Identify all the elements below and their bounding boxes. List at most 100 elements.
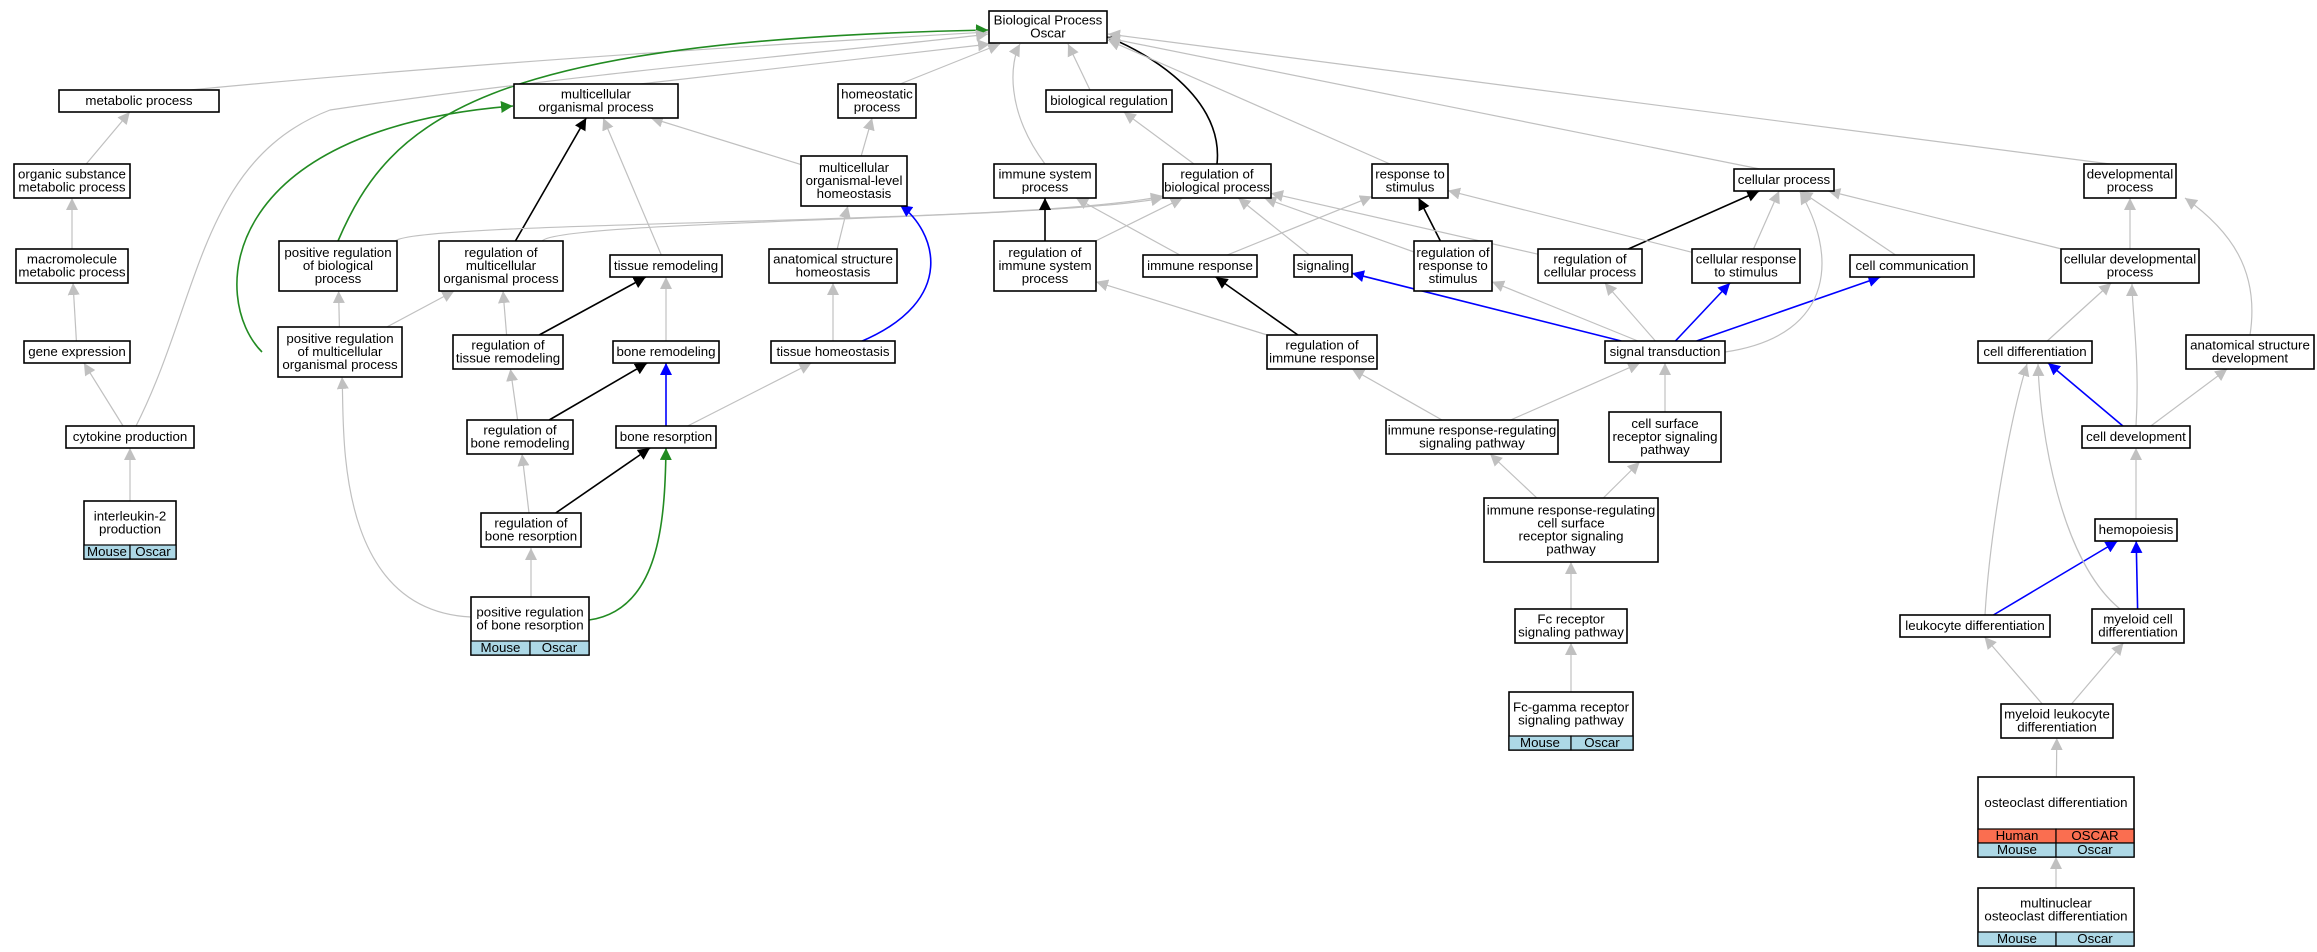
node-label-line: cell communication — [1855, 258, 1968, 273]
node-celldev[interactable]: cell development — [2081, 425, 2191, 449]
edge-posregmulti-to-posregbp — [332, 290, 345, 328]
node-bioreg[interactable]: biological regulation — [1045, 89, 1173, 113]
node-leukdiff[interactable]: leukocyte differentiation — [1899, 614, 2051, 638]
node-label-line: bone resorption — [620, 429, 712, 444]
node-box — [993, 240, 1097, 292]
node-label-line: pathway — [1640, 442, 1690, 457]
node-label-line: homeostasis — [796, 265, 871, 280]
edge-regboneresorp-to-boneresorp — [555, 447, 651, 514]
node-box — [615, 425, 717, 449]
mouse-gene-label: Mouse — [1997, 842, 2037, 857]
node-label-line: multicellular — [561, 87, 632, 102]
node-cytokine[interactable]: cytokine production — [65, 425, 195, 449]
node-boneresorp[interactable]: bone resorption — [615, 425, 717, 449]
node-tisshomeo[interactable]: tissue homeostasis — [770, 340, 896, 364]
node-label-line: positive regulation — [476, 605, 583, 620]
node-label-line: immune response-regulating — [1487, 503, 1656, 518]
node-celldiff[interactable]: cell differentiation — [1977, 340, 2093, 364]
node-label-line: signaling pathway — [1518, 625, 1624, 640]
node-label-line: to stimulus — [1714, 265, 1778, 280]
node-label-line: homeostasis — [817, 186, 892, 201]
node-geneexp[interactable]: gene expression — [23, 340, 131, 364]
edge-layer — [66, 24, 2253, 888]
node-label-line: cellular process — [1738, 172, 1831, 187]
node-immresp[interactable]: immune response — [1142, 254, 1258, 278]
human-gene-label: Human — [1996, 828, 2039, 843]
node-box — [2000, 703, 2114, 739]
edge-celldiff-to-celldevproc — [2046, 282, 2112, 342]
node-label-line: interleukin-2 — [94, 509, 166, 524]
node-boneremod[interactable]: bone remodeling — [612, 340, 720, 364]
node-box — [1371, 163, 1449, 199]
edge-regcell-to-cellproc — [1627, 190, 1760, 250]
node-hemo[interactable]: hemopoiesis — [2094, 518, 2178, 542]
node-cellcomm[interactable]: cell communication — [1849, 254, 1975, 278]
edge-regmulti-to-regbp — [541, 194, 1164, 242]
edge-metabolic-to-bp — [189, 26, 989, 91]
node-label-line: biological process — [1164, 180, 1270, 195]
node-sigtrans[interactable]: signal transduction — [1604, 340, 1726, 364]
node-label-line: Fc-gamma receptor — [1513, 700, 1630, 715]
node-label-line: myeloid leukocyte — [2004, 707, 2110, 722]
node-box — [1514, 608, 1628, 644]
node-box — [1977, 340, 2093, 364]
node-cellproc[interactable]: cellular process — [1733, 168, 1835, 192]
edge-regmulti-to-multicell — [514, 117, 587, 242]
edge-boneresorp-to-tisshomeo — [687, 362, 812, 427]
node-label-line: regulation of — [1285, 338, 1358, 353]
edge-multicell-to-bp — [639, 39, 991, 85]
node-box — [1483, 497, 1659, 563]
mouse-gene-label: Oscar — [2077, 931, 2113, 946]
node-signaling[interactable]: signaling — [1293, 254, 1353, 278]
node-box — [58, 89, 220, 113]
node-label-line: organismal process — [443, 271, 559, 286]
node-label-line: leukocyte differentiation — [1905, 618, 2044, 633]
node-tissremod[interactable]: tissue remodeling — [609, 254, 723, 278]
edge-leukdiff-to-hemo — [1992, 540, 2119, 616]
edge-cellresp-to-resp — [1447, 187, 1693, 253]
node-label-line: cellular response — [1696, 252, 1797, 267]
node-label-line: cell surface — [1631, 416, 1698, 431]
node-metabolic[interactable]: metabolic process — [58, 89, 220, 113]
node-label-line: metabolic process — [18, 180, 126, 195]
node-box — [466, 419, 574, 455]
mouse-gene-label: Oscar — [2077, 842, 2113, 857]
node-label-line: stimulus — [1429, 271, 1478, 286]
node-box — [2083, 163, 2177, 199]
